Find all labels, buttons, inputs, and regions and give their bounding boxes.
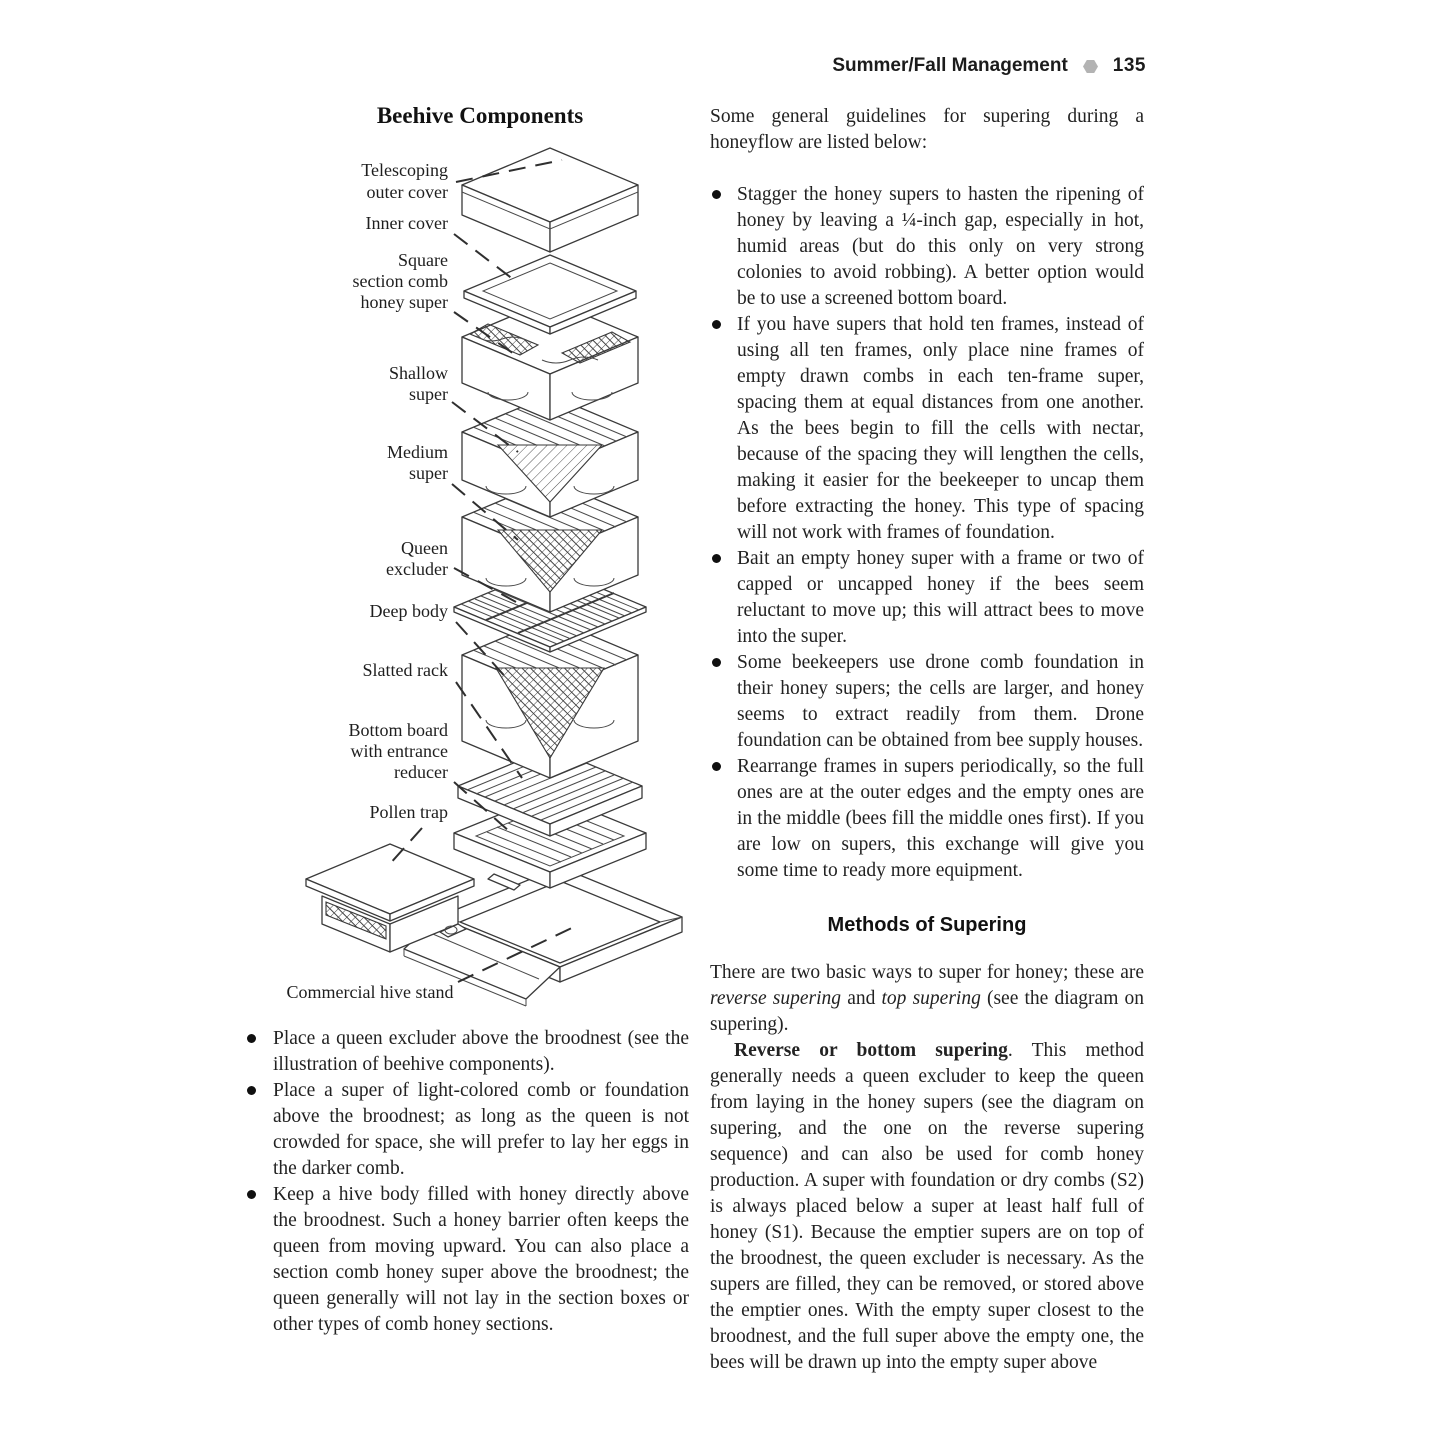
label-shallow-super: Shallow xyxy=(389,363,448,383)
italic-term: reverse supering xyxy=(710,988,842,1009)
deep-body-graphic xyxy=(461,617,639,779)
svg-text:outer cover: outer cover xyxy=(367,182,448,202)
inner-cover-graphic xyxy=(463,254,637,335)
methods-paragraph-1: There are two basic ways to super for ho… xyxy=(710,960,1144,1038)
svg-text:excluder: excluder xyxy=(386,559,448,579)
label-commercial-hive-stand: Commercial hive stand xyxy=(287,982,454,1002)
list-item: Some beekeepers use drone comb foundatio… xyxy=(710,650,1144,754)
bold-lead: Reverse or bottom supering xyxy=(734,1040,1008,1061)
list-item: Place a super of light-colored comb or f… xyxy=(247,1078,689,1182)
label-slatted-rack: Slatted rack xyxy=(363,660,448,680)
list-item: If you have supers that hold ten frames,… xyxy=(710,312,1144,546)
list-item-text: Place a queen excluder above the broodne… xyxy=(273,1028,689,1075)
list-item: Place a queen excluder above the broodne… xyxy=(247,1026,689,1078)
shallow-super-graphic xyxy=(461,394,639,518)
methods-paragraph-2: Reverse or bottom supering. This method … xyxy=(710,1038,1144,1376)
beehive-components-diagram: Telescoping outer cover Inner cover Squa… xyxy=(287,147,683,1007)
commercial-hive-stand-graphic xyxy=(403,866,683,1007)
intro-paragraph: Some general guidelines for supering dur… xyxy=(710,106,1144,153)
bullet-icon xyxy=(712,190,721,199)
section-title: Summer/Fall Management xyxy=(832,55,1068,76)
slatted-rack-graphic xyxy=(457,747,643,837)
leader-lines xyxy=(387,159,577,983)
label-pollen-trap: Pollen trap xyxy=(370,802,449,822)
list-item: Keep a hive body filled with honey direc… xyxy=(247,1182,689,1338)
svg-text:reducer: reducer xyxy=(394,762,448,782)
list-item: Bait an empty honey super with a frame o… xyxy=(710,546,1144,650)
bullet-icon xyxy=(247,1034,256,1043)
label-telescoping-outer-cover: Telescoping xyxy=(361,160,448,180)
svg-text:super: super xyxy=(409,463,448,483)
list-item-text: Rearrange frames in supers periodically,… xyxy=(737,756,1144,881)
square-section-comb-honey-super-graphic xyxy=(461,299,639,421)
list-item: Rearrange frames in supers periodically,… xyxy=(710,754,1144,884)
entrance-reducer-graphic xyxy=(487,873,521,891)
label-inner-cover: Inner cover xyxy=(366,213,448,233)
methods-of-supering-heading: Methods of Supering xyxy=(827,914,1027,936)
label-bottom-board: Bottom board xyxy=(349,720,449,740)
text-run: There are two basic ways to super for ho… xyxy=(710,962,1144,983)
list-item: Stagger the honey supers to hasten the r… xyxy=(710,182,1144,312)
svg-text:honey super: honey super xyxy=(361,292,448,312)
hexagon-ornament-icon xyxy=(1082,59,1098,73)
list-item-text: If you have supers that hold ten frames,… xyxy=(737,314,1144,543)
label-queen-excluder: Queen xyxy=(401,538,448,558)
list-item-text: Bait an empty honey super with a frame o… xyxy=(737,548,1144,647)
italic-term: top supering xyxy=(881,988,981,1009)
svg-text:section comb: section comb xyxy=(353,271,448,291)
right-bullet-list: Stagger the honey supers to hasten the r… xyxy=(710,182,1144,884)
list-item-text: Some beekeepers use drone comb foundatio… xyxy=(737,652,1144,751)
label-square-section-comb-honey-super: Square xyxy=(398,250,448,270)
running-head: Summer/Fall Management 135 xyxy=(832,55,1146,77)
diagram-labels: Telescoping outer cover Inner cover Squa… xyxy=(287,160,454,1002)
text-run: . This method generally needs a queen ex… xyxy=(710,1040,1144,1373)
telescoping-outer-cover-graphic xyxy=(461,147,639,253)
text-run: and xyxy=(841,988,882,1009)
label-deep-body: Deep body xyxy=(370,601,448,621)
bullet-icon xyxy=(712,762,721,771)
diagram-title: Beehive Components xyxy=(376,103,584,128)
list-item-text: Stagger the honey supers to hasten the r… xyxy=(737,184,1144,309)
bullet-icon xyxy=(712,554,721,563)
right-column: Some general guidelines for supering dur… xyxy=(710,104,1144,1376)
bullet-icon xyxy=(247,1086,256,1095)
bullet-icon xyxy=(247,1190,256,1199)
svg-text:with entrance: with entrance xyxy=(351,741,448,761)
label-medium-super: Medium xyxy=(387,442,448,462)
left-bullet-list: Place a queen excluder above the broodne… xyxy=(247,1026,689,1338)
list-item-text: Keep a hive body filled with honey direc… xyxy=(273,1184,689,1335)
bullet-icon xyxy=(712,320,721,329)
text-run: (see the diagram on supering). xyxy=(710,988,1145,1035)
pollen-trap-graphic xyxy=(305,843,475,953)
svg-text:super: super xyxy=(409,384,448,404)
bullet-icon xyxy=(712,658,721,667)
page-number: 135 xyxy=(1112,55,1146,76)
list-item-text: Place a super of light-colored comb or f… xyxy=(273,1080,689,1179)
